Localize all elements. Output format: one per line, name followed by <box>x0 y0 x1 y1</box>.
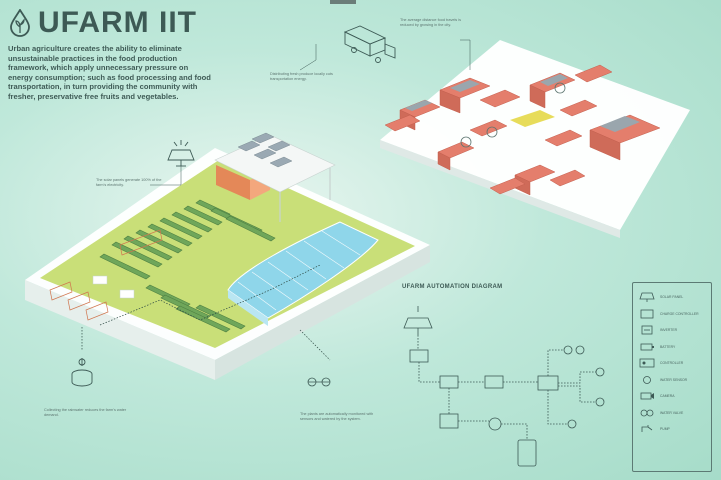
city-buildings <box>384 64 661 196</box>
legend-item: Water valve <box>639 405 707 422</box>
note-automation: The plants are automatically monitored w… <box>300 412 374 421</box>
note-solar: The solar panels generate 100% of the fa… <box>96 178 162 187</box>
diagram-charge-controller-icon <box>409 349 429 363</box>
callout-leaders <box>150 39 471 186</box>
diagram-camera-icon <box>488 417 502 431</box>
intro-text: Urban agriculture creates the ability to… <box>8 44 211 101</box>
irrigation-lines <box>81 264 331 361</box>
diagram-phone-icon <box>517 439 537 467</box>
city-park <box>510 110 555 127</box>
legend-item: Pump <box>639 421 707 438</box>
legend-item: Solar panel <box>639 289 707 306</box>
valve-icon <box>307 377 331 387</box>
valve-icon <box>640 409 654 417</box>
diagram-inverter-icon <box>439 375 459 389</box>
camera-icon <box>640 392 654 400</box>
pump-icon <box>641 425 653 433</box>
inverter-icon <box>641 325 653 335</box>
legend-item: Charge controller <box>639 306 707 323</box>
solar-panel-icon <box>639 292 655 303</box>
brand: UFARM IIT <box>8 8 197 38</box>
diagram-monitor-icon <box>439 413 459 429</box>
city-block <box>380 40 690 238</box>
sensor-icon <box>643 375 651 384</box>
top-edge-tab <box>330 0 356 4</box>
water-drop-sprout-icon <box>10 9 30 37</box>
legend-item: Water sensor <box>639 372 707 389</box>
legend: Solar panel Charge controller Inverter B… <box>632 282 712 472</box>
shed <box>214 132 336 222</box>
diagram-solar-panel-icon <box>403 306 433 335</box>
charge-controller-icon <box>640 309 654 319</box>
legend-item: Inverter <box>639 322 707 339</box>
roof-solar-panels <box>237 132 293 168</box>
diagram-valve-icon <box>567 419 577 429</box>
note-water: Collecting the rainwater reduces the far… <box>44 408 127 417</box>
greenhouse <box>227 221 379 326</box>
solar-panel-icon <box>167 140 195 167</box>
farm-grass <box>40 158 415 348</box>
farm-block <box>25 132 430 380</box>
crop-beds <box>99 199 276 333</box>
delivery-truck-icon <box>343 25 396 63</box>
diagram-battery-icon <box>484 375 504 389</box>
diagram-controller-icon <box>537 375 559 391</box>
legend-item: Camera <box>639 388 707 405</box>
diagram-title: UFARM AUTOMATION DIAGRAM <box>402 284 503 290</box>
diagram-sensor-icon <box>563 345 573 355</box>
controller-icon <box>639 358 655 368</box>
note-city: The average distance food travels is red… <box>400 18 461 27</box>
legend-item: Battery <box>639 339 707 356</box>
note-transport: Distributing fresh produce locally cuts … <box>270 72 333 81</box>
battery-icon <box>640 343 654 351</box>
page-title: UFARM IIT <box>38 6 197 39</box>
planter-boxes <box>92 275 135 299</box>
location-pins <box>460 82 566 148</box>
automation-diagram <box>403 306 605 467</box>
city-rooftop-panels <box>405 74 640 132</box>
trellis-frames <box>49 229 163 321</box>
legend-item: Controller <box>639 355 707 372</box>
water-tank-icon <box>71 358 93 387</box>
